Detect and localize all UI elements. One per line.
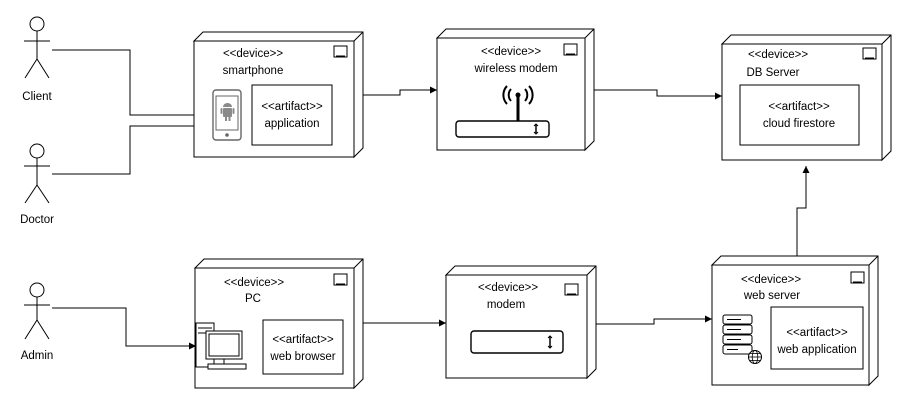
node-stereotype: <<device>> xyxy=(741,274,801,286)
artifact-stereotype: <<artifact>> xyxy=(261,101,323,113)
node-db-server[interactable]: <<device>> DB Server <<artifact>> cloud … xyxy=(720,34,892,162)
node-name: wireless modem xyxy=(473,63,557,75)
artifact-stereotype: <<artifact>> xyxy=(786,327,848,339)
node-icon-small xyxy=(850,271,865,284)
connection-wireless-modem-db-server[interactable] xyxy=(594,89,722,100)
artifact-web-application[interactable]: <<artifact>> web application xyxy=(770,306,864,370)
node-pc[interactable]: <<device>> PC <<artifact>> web browser xyxy=(193,258,364,390)
node-name: web server xyxy=(743,290,800,302)
android-phone-icon xyxy=(212,89,242,141)
node-icon-small xyxy=(563,43,578,56)
artifact-name: web browser xyxy=(269,351,335,363)
actor-admin[interactable]: Admin xyxy=(21,282,54,362)
connection-web-server-db-server[interactable] xyxy=(796,166,810,256)
artifact-box xyxy=(770,306,864,370)
desktop-computer-icon xyxy=(195,322,247,370)
node-smartphone[interactable]: <<device>> smartphone <<artifact>> appli… xyxy=(192,31,364,159)
node-modem[interactable]: <<device>> modem xyxy=(444,265,597,380)
node-icon-small xyxy=(564,283,579,296)
node-stereotype: <<device>> xyxy=(224,277,284,289)
node-name: PC xyxy=(245,293,261,305)
node-icon-small xyxy=(333,45,348,58)
connection-client-smartphone[interactable] xyxy=(52,49,213,119)
node-icon-small xyxy=(862,47,877,60)
artifact-name: application xyxy=(265,118,320,130)
modem-icon xyxy=(470,330,564,354)
connection-admin-pc[interactable] xyxy=(52,307,196,350)
node-name: modem xyxy=(487,299,525,311)
artifact-box xyxy=(262,319,344,375)
node-box xyxy=(445,274,588,379)
node-name: smartphone xyxy=(223,65,284,77)
web-server-icon xyxy=(722,314,762,364)
connection-smartphone-wireless-modem[interactable] xyxy=(363,86,437,96)
node-stereotype: <<device>> xyxy=(748,49,808,61)
actor-client[interactable]: Client xyxy=(22,16,53,103)
artifact-stereotype: <<artifact>> xyxy=(768,101,830,113)
node-web-server[interactable]: <<device>> web server <<artifact>> web a… xyxy=(710,255,879,387)
wireless-router-icon xyxy=(455,85,550,138)
artifact-application[interactable]: <<artifact>> application xyxy=(251,84,333,146)
actor-label: Doctor xyxy=(20,214,54,226)
artifact-box xyxy=(739,84,860,146)
node-wireless-modem[interactable]: <<device>> wireless modem xyxy=(435,28,595,152)
actor-doctor[interactable]: Doctor xyxy=(20,143,54,226)
node-stereotype: <<device>> xyxy=(223,48,283,60)
artifact-name: web application xyxy=(776,344,856,356)
artifact-cloud-firestore[interactable]: <<artifact>> cloud firestore xyxy=(739,84,860,146)
node-name: DB Server xyxy=(746,67,799,79)
node-stereotype: <<device>> xyxy=(478,282,538,294)
actor-label: Client xyxy=(22,91,52,103)
artifact-box xyxy=(251,84,333,146)
connections xyxy=(52,49,810,350)
stick-figure-icon xyxy=(24,282,50,340)
connection-doctor-smartphone[interactable] xyxy=(52,122,213,175)
node-stereotype: <<device>> xyxy=(481,46,541,58)
stick-figure-icon xyxy=(24,143,50,204)
node-icon-small xyxy=(333,273,348,286)
actor-label: Admin xyxy=(21,350,54,362)
connection-modem-web-server[interactable] xyxy=(596,315,712,325)
artifact-stereotype: <<artifact>> xyxy=(272,334,334,346)
stick-figure-icon xyxy=(24,16,50,79)
artifact-name: cloud firestore xyxy=(763,118,835,130)
artifact-web-browser[interactable]: <<artifact>> web browser xyxy=(262,319,344,375)
